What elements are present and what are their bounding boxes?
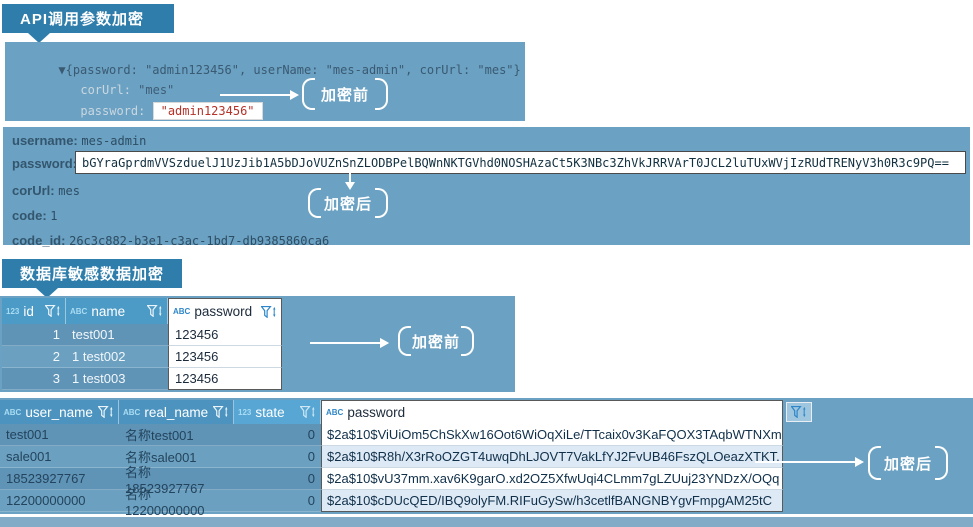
db-before-panel: 123 id ABC name ABC password 1 test001 xyxy=(0,296,515,392)
table-row: 12200000000 名称12200000000 0 $2a$10$cDUcQ… xyxy=(0,487,783,518)
cell-state[interactable]: 0 xyxy=(234,424,321,446)
numeric-type-icon: 123 xyxy=(238,407,252,417)
text-type-icon: ABC xyxy=(4,407,22,417)
table-row: 18523927767 名称18523927767 0 $2a$10$vU37m… xyxy=(0,465,783,496)
table-after-encryption: ABC user_name ABC real_name 123 state AB… xyxy=(0,400,783,518)
cell-password[interactable]: $2a$10$vU37mm.xav6K9garO.xd2OZ5XfwUqi4CL… xyxy=(321,468,783,490)
arrow-to-after-encryption xyxy=(345,172,355,190)
table-row: test001 名称test001 0 $2a$10$ViUiOm5ChSkXw… xyxy=(0,424,783,446)
before-encryption-badge: 加密前 xyxy=(302,78,388,110)
column-header-real-name[interactable]: ABC real_name xyxy=(119,400,234,424)
cell-name[interactable]: 1 test003 xyxy=(66,368,168,390)
table-row: 3 1 test003 123456 xyxy=(2,368,282,390)
column-header-id[interactable]: 123 id xyxy=(2,298,66,324)
cell-name[interactable]: test001 xyxy=(66,324,168,346)
console-prop-password: password: "admin123456" xyxy=(37,88,263,134)
cell-user-name[interactable]: test001 xyxy=(0,424,119,446)
text-type-icon: ABC xyxy=(70,306,88,316)
cell-id[interactable]: 1 xyxy=(2,324,66,346)
cell-real-name[interactable]: 名称12200000000 xyxy=(119,487,234,518)
column-header-name[interactable]: ABC name xyxy=(66,298,168,324)
cell-state[interactable]: 0 xyxy=(234,446,321,468)
filter-sort-icon[interactable] xyxy=(98,406,114,418)
filter-sort-icon[interactable] xyxy=(300,406,316,418)
arrow-to-before-encryption-db xyxy=(312,338,389,348)
column-header-user-name[interactable]: ABC user_name xyxy=(0,400,119,424)
filter-sort-icon[interactable] xyxy=(147,305,163,317)
cell-password[interactable]: $2a$10$R8h/X3rRoOZGT4uwqDhLJOVT7VakLfYJ2… xyxy=(321,446,783,468)
table-footer-strip xyxy=(0,517,973,527)
cell-name[interactable]: 1 test002 xyxy=(66,346,168,368)
arrow-to-after-encryption-db xyxy=(755,457,864,467)
response-panel: username: mes-admin password: bGYraGprdm… xyxy=(3,127,970,248)
cell-state[interactable]: 0 xyxy=(234,490,321,512)
filter-sort-icon[interactable] xyxy=(261,305,277,318)
field-corurl: corUrl: mes xyxy=(12,183,80,198)
table-row: sale001 名称sale001 0 $2a$10$R8h/X3rRoOZGT… xyxy=(0,446,783,468)
encrypted-password-box[interactable]: bGYraGprdmVVSzduelJ1UzJib1A5bDJoVUZnSnZL… xyxy=(75,151,966,174)
field-username: username: mes-admin xyxy=(12,133,147,148)
after-encryption-badge-db: 加密后 xyxy=(868,446,948,480)
cell-user-name[interactable]: 18523927767 xyxy=(0,468,119,490)
before-encryption-badge-db: 加密前 xyxy=(398,326,474,356)
cell-real-name[interactable]: 名称test001 xyxy=(119,424,234,446)
column-header-password[interactable]: ABC password xyxy=(321,400,783,424)
cell-password[interactable]: $2a$10$cDUcQED/IBQ9olyFM.RIFuGySw/h3cetl… xyxy=(321,490,783,512)
section-title-api-pointer xyxy=(28,33,50,43)
text-type-icon: ABC xyxy=(123,407,141,417)
console-panel: ▼{password: "admin123456", userName: "me… xyxy=(5,42,525,140)
text-type-icon: ABC xyxy=(173,307,191,316)
section-title-db-label: 数据库敏感数据加密 xyxy=(20,266,165,283)
section-title-db-pointer xyxy=(36,288,58,298)
table-before-encryption: 123 id ABC name ABC password 1 test001 xyxy=(2,298,282,390)
column-header-password[interactable]: ABC password xyxy=(168,298,282,324)
column-header-state[interactable]: 123 state xyxy=(234,400,321,424)
highlighted-password-value: "admin123456" xyxy=(152,102,263,120)
filter-sort-icon[interactable] xyxy=(791,406,807,418)
db-after-panel: ABC user_name ABC real_name 123 state AB… xyxy=(0,398,973,518)
password-filter-chip[interactable] xyxy=(786,402,812,422)
expander-triangle-icon[interactable]: ▼ xyxy=(58,63,66,77)
section-title-db: 数据库敏感数据加密 xyxy=(2,259,183,288)
field-code: code: 1 xyxy=(12,208,58,223)
section-title-api-label: API调用参数加密 xyxy=(20,11,145,28)
cell-password[interactable]: $2a$10$ViUiOm5ChSkXw16Oot6WiOqXiLe/TTcai… xyxy=(321,424,783,446)
cell-id[interactable]: 2 xyxy=(2,346,66,368)
table-row: 1 test001 123456 xyxy=(2,324,282,346)
cell-password[interactable]: 123456 xyxy=(168,324,282,346)
text-type-icon: ABC xyxy=(326,408,344,417)
table-row: 2 1 test002 123456 xyxy=(2,346,282,368)
cell-state[interactable]: 0 xyxy=(234,468,321,490)
field-code-id: code_id: 26c3c882-b3e1-c3ac-1bd7-db93858… xyxy=(12,233,330,248)
console-prop-corurl: corUrl: "mes" xyxy=(80,83,175,97)
arrow-to-before-encryption xyxy=(220,90,299,100)
numeric-type-icon: 123 xyxy=(6,306,20,316)
field-password-label: password: xyxy=(12,156,78,171)
filter-sort-icon[interactable] xyxy=(45,305,61,317)
after-encryption-badge: 加密后 xyxy=(308,188,388,218)
cell-id[interactable]: 3 xyxy=(2,368,66,390)
cell-real-name[interactable]: 名称sale001 xyxy=(119,446,234,468)
cell-user-name[interactable]: sale001 xyxy=(0,446,119,468)
section-title-api: API调用参数加密 xyxy=(2,4,174,33)
cell-password[interactable]: 123456 xyxy=(168,346,282,368)
console-root-line[interactable]: ▼{password: "admin123456", userName: "me… xyxy=(58,63,521,77)
filter-sort-icon[interactable] xyxy=(213,406,229,418)
cell-password[interactable]: 123456 xyxy=(168,368,282,390)
cell-user-name[interactable]: 12200000000 xyxy=(0,490,119,512)
